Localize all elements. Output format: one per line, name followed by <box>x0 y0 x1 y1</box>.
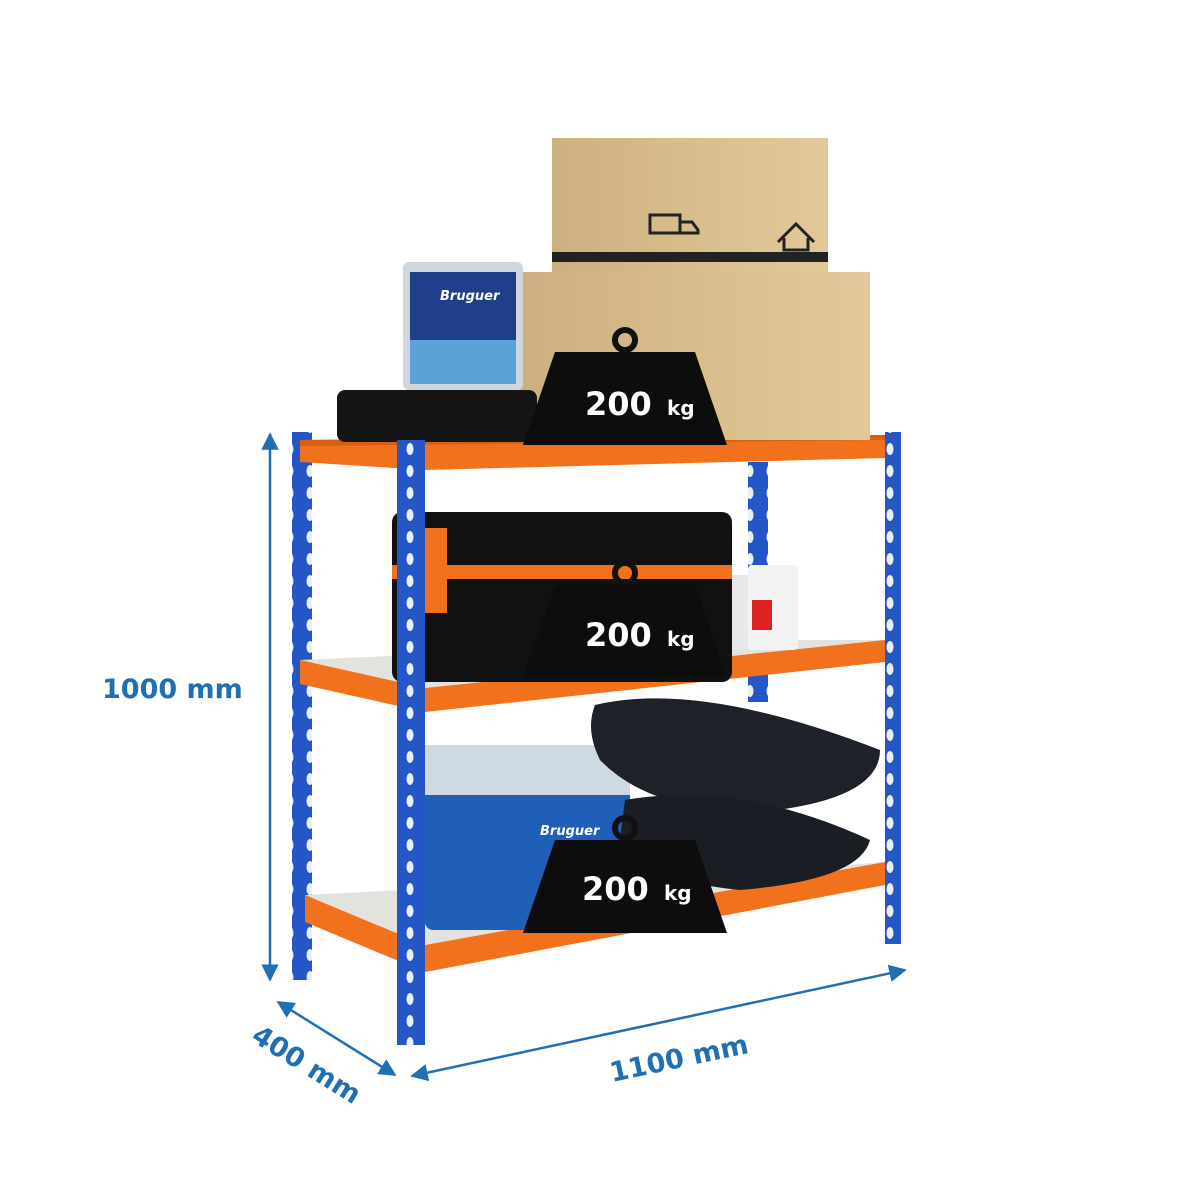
svg-text:Bruguer: Bruguer <box>440 289 501 304</box>
depth-dimension-line <box>276 1000 397 1077</box>
depth-label: 400 mm <box>246 1020 366 1111</box>
load-weight-bottom: 200 kg <box>523 815 727 933</box>
svg-text:200: 200 <box>585 616 652 654</box>
svg-text:kg: kg <box>667 627 695 651</box>
width-label: 1100 mm <box>607 1029 751 1089</box>
upright-front-right <box>885 432 901 944</box>
load-weight-top: 200 kg <box>523 327 727 445</box>
svg-text:200: 200 <box>585 385 652 423</box>
black-case <box>337 390 537 442</box>
truck-icon <box>648 213 700 235</box>
width-dimension-line <box>410 964 907 1082</box>
gravel-bags <box>591 698 880 890</box>
svg-text:200: 200 <box>582 870 649 908</box>
house-icon <box>776 221 816 252</box>
upright-front-left <box>397 440 425 1045</box>
svg-text:kg: kg <box>667 396 695 420</box>
svg-text:kg: kg <box>664 881 692 905</box>
height-label: 1000 mm <box>102 674 243 705</box>
paint-cans-small <box>732 565 798 650</box>
svg-text:Bruguer: Bruguer <box>540 824 601 839</box>
paint-can-top: Bruguer <box>403 262 523 390</box>
upright-back-left <box>292 432 312 980</box>
cardboard-box-small <box>552 138 828 272</box>
load-weight-middle: 200 kg <box>523 560 727 678</box>
